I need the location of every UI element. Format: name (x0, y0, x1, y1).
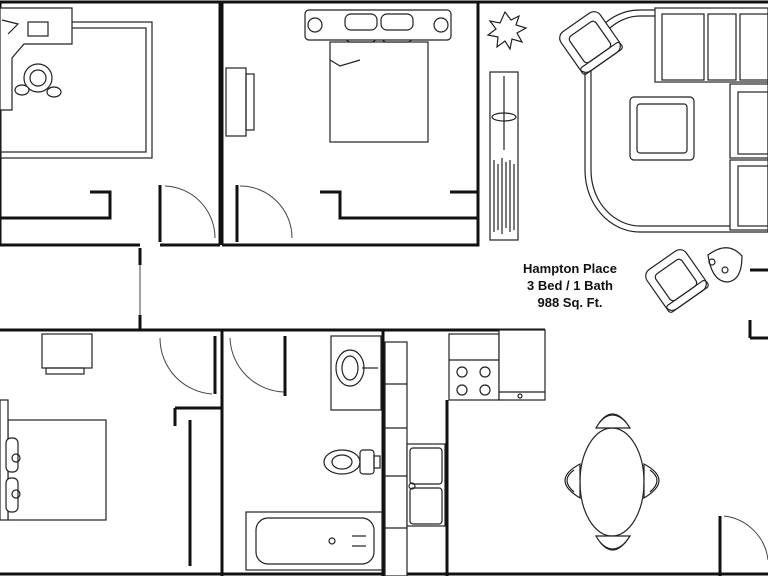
floorplan-layout: 3 Bed / 1 Bath (527, 278, 613, 293)
bookshelf-icon (489, 71, 519, 241)
floorplan-name: Hampton Place (523, 261, 617, 276)
stove-icon (448, 333, 500, 401)
side-table-icon (707, 247, 743, 283)
armchair-icon (559, 11, 709, 313)
bathtub-icon (245, 511, 383, 571)
desk-icon (0, 7, 73, 111)
cabinets-icon (384, 341, 446, 576)
coffee-table-icon (629, 96, 695, 161)
bed-icon (304, 9, 452, 143)
chair-icon (564, 413, 660, 551)
nightstand-icon (41, 333, 93, 375)
rug-icon (0, 21, 153, 159)
plant-icon (486, 10, 528, 51)
chair-icon (14, 63, 62, 98)
dining-table-icon (579, 427, 645, 537)
bed-icon (0, 399, 107, 521)
door-swing-icon (139, 185, 768, 561)
floorplan-area: 988 Sq. Ft. (537, 295, 603, 310)
rug-icon (584, 9, 768, 233)
counter-icon (498, 329, 546, 401)
dresser-icon (225, 67, 255, 137)
sofa-icon (654, 7, 768, 231)
toilet-icon (323, 449, 381, 475)
floorplan-caption: Hampton Place 3 Bed / 1 Bath 988 Sq. Ft. (500, 260, 640, 311)
sink-icon (330, 335, 382, 411)
interior-walls (0, 185, 768, 576)
